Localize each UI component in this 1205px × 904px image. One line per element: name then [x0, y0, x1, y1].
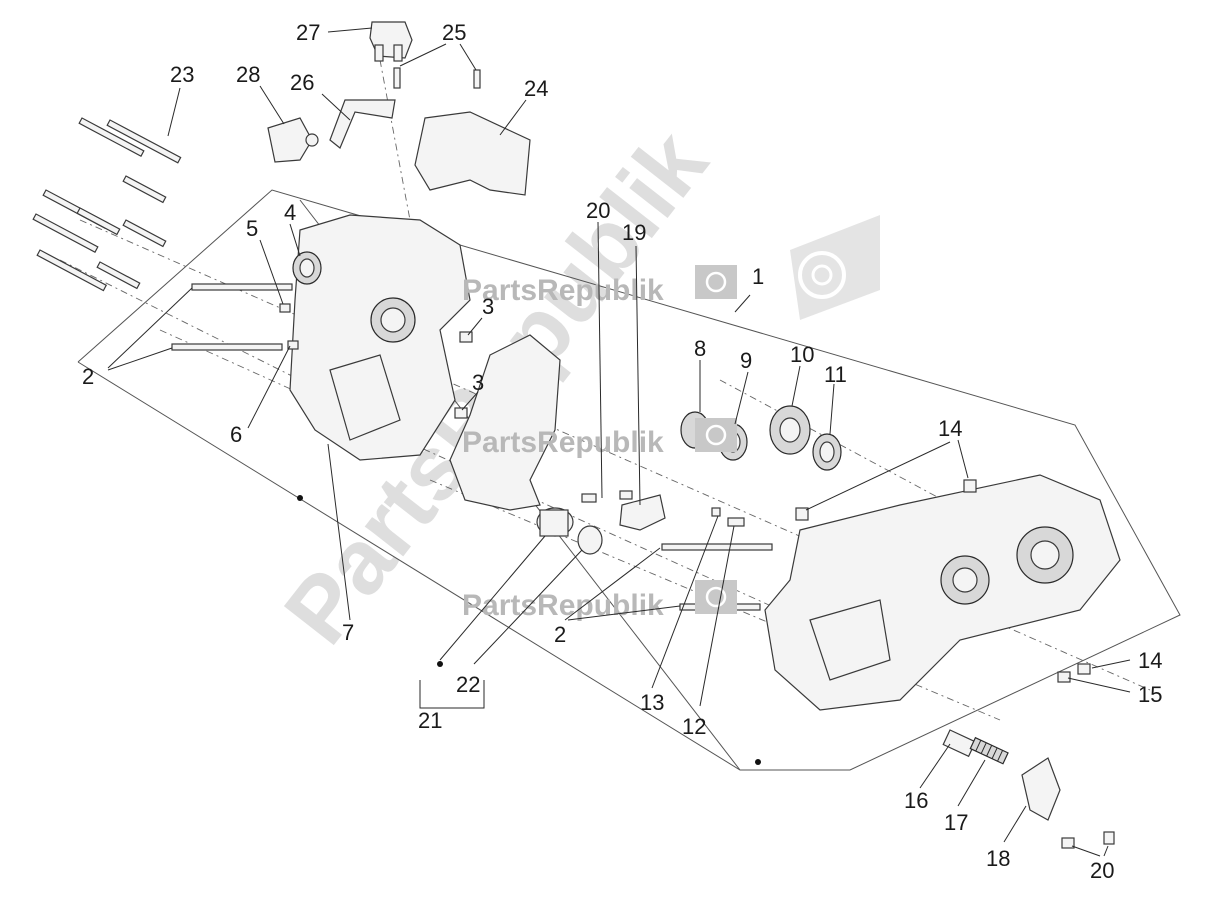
callout-5: 5 — [246, 216, 258, 241]
stud-upper — [191, 283, 293, 291]
watermark-logo-3: PartsRepublik — [462, 580, 737, 622]
screw-25a — [393, 67, 401, 89]
gear-watermark-icon — [790, 215, 880, 320]
callout-26: 26 — [290, 70, 314, 95]
sensor-part — [267, 117, 319, 163]
plate-19 — [619, 494, 666, 531]
callout-16: 16 — [904, 788, 928, 813]
callout-18: 18 — [986, 846, 1010, 871]
leader-lines — [107, 27, 1131, 857]
stud-lower — [171, 343, 283, 351]
callout-21: 21 — [418, 708, 442, 733]
callout-17: 17 — [944, 810, 968, 835]
dowel-14a — [963, 479, 977, 493]
callout-14-top: 14 — [938, 416, 962, 441]
bracket — [329, 99, 396, 149]
stud-center — [661, 543, 773, 551]
callout-20-bottom: 20 — [1090, 858, 1114, 883]
watermark-logo-1: PartsRepublik — [462, 265, 737, 307]
dowel-14b — [795, 507, 809, 521]
callout-25: 25 — [442, 20, 466, 45]
gasket — [449, 334, 561, 511]
callout-3-upper: 3 — [482, 294, 494, 319]
callout-24: 24 — [524, 76, 548, 101]
svg-text:PartsRepublik: PartsRepublik — [462, 426, 664, 459]
callout-6: 6 — [230, 422, 242, 447]
callout-7: 7 — [342, 620, 354, 645]
screw-25b — [473, 69, 481, 89]
callout-14-right: 14 — [1138, 648, 1162, 673]
callout-20-top: 20 — [586, 198, 610, 223]
spring-17 — [969, 736, 1009, 765]
pin-5 — [279, 303, 291, 313]
svg-text:PartsRepublik: PartsRepublik — [462, 589, 664, 622]
bolt-20b — [1103, 831, 1115, 845]
callout-27: 27 — [296, 20, 320, 45]
plunger-16 — [942, 729, 977, 758]
reference-dots — [297, 495, 761, 765]
dowel-15 — [1057, 671, 1071, 683]
screw-20 — [581, 493, 597, 503]
callout-23: 23 — [170, 62, 194, 87]
callout-1: 1 — [752, 264, 764, 289]
callout-2-center: 2 — [554, 622, 566, 647]
callout-15: 15 — [1138, 682, 1162, 707]
callout-22: 22 — [456, 672, 480, 697]
bolt-20a — [1061, 837, 1075, 849]
damper-block — [369, 21, 413, 62]
dowel-3a — [459, 331, 473, 343]
callout-10: 10 — [790, 342, 814, 367]
callout-9: 9 — [740, 348, 752, 373]
callout-4: 4 — [284, 200, 296, 225]
callout-11: 11 — [824, 362, 847, 387]
svg-text:PartsRepublik: PartsRepublik — [462, 274, 664, 307]
bolts-group — [32, 117, 182, 292]
crankcase-left-half — [289, 214, 471, 461]
callout-13: 13 — [640, 690, 664, 715]
callout-28: 28 — [236, 62, 260, 87]
callout-2-left: 2 — [82, 364, 94, 389]
watermark-logo-2: PartsRepublik — [462, 418, 737, 459]
crankcase-cover — [414, 111, 531, 196]
callout-3-lower: 3 — [472, 370, 484, 395]
callout-8: 8 — [694, 336, 706, 361]
oil-filter-part — [536, 507, 574, 537]
o-ring — [577, 525, 603, 555]
callout-labels: 27 25 23 28 26 24 4 5 20 19 1 3 8 10 9 1… — [82, 20, 1162, 883]
plug-12 — [727, 517, 745, 527]
callout-12: 12 — [682, 714, 706, 739]
callout-19: 19 — [622, 220, 646, 245]
cover-plate-18 — [1021, 757, 1061, 821]
dowel-3b — [454, 407, 468, 419]
screw-13 — [711, 507, 721, 517]
dowel-14c — [1077, 663, 1091, 675]
crankcase-right-half — [764, 474, 1121, 711]
pin-6 — [287, 340, 299, 350]
